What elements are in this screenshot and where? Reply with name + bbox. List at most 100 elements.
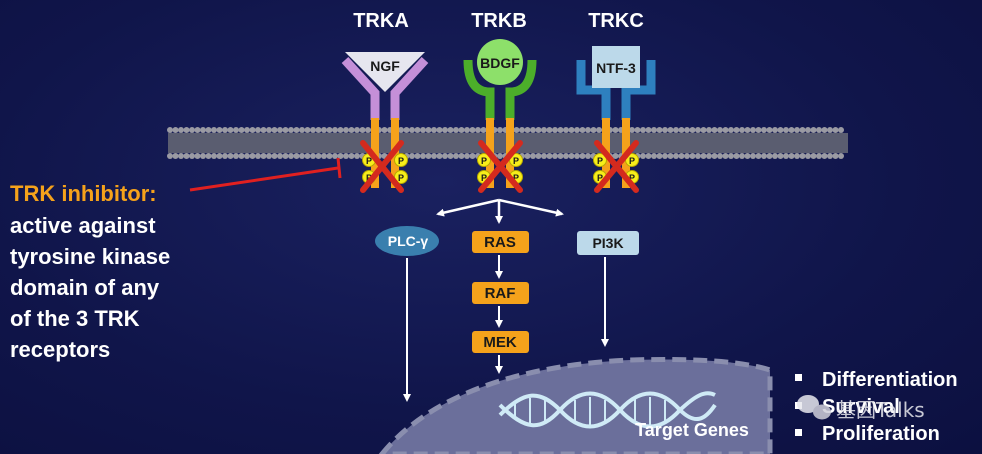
lipid-head <box>469 127 476 133</box>
lipid-head <box>227 127 234 133</box>
lipid-head <box>453 127 459 133</box>
lipid-head <box>277 153 283 159</box>
lipid-head <box>277 127 283 133</box>
trkc-arm-left <box>576 60 611 120</box>
lipid-head <box>722 127 729 133</box>
lipid-head <box>557 127 564 133</box>
mek-node <box>472 331 529 353</box>
lipid-head <box>282 153 289 159</box>
lipid-head <box>354 127 360 133</box>
lipid-head <box>326 127 333 133</box>
lipid-head <box>222 127 228 133</box>
lipid-head <box>557 153 564 159</box>
lipid-head <box>667 153 674 159</box>
lipid-head <box>260 127 267 133</box>
lipid-head <box>447 127 454 133</box>
lipid-head <box>684 127 690 133</box>
lipid-head <box>816 127 822 133</box>
lipid-head <box>304 127 311 133</box>
lipid-head <box>590 127 597 133</box>
lipid-head <box>222 153 228 159</box>
lipid-head <box>568 127 575 133</box>
lipid-head <box>244 153 250 159</box>
phospho-dot <box>394 170 408 184</box>
outcome-proliferation: Proliferation <box>822 423 940 445</box>
pi3k-node <box>577 231 639 255</box>
ngf-ligand <box>345 52 425 92</box>
lipid-head <box>420 127 426 133</box>
inhibitor-line-5: receptors <box>10 337 110 362</box>
lipid-head <box>717 127 723 133</box>
lipid-head <box>211 153 217 159</box>
lipid-head <box>761 153 767 159</box>
lipid-head <box>310 153 316 159</box>
receptor-name-trkc: TRKC <box>588 10 644 32</box>
lipid-head <box>178 153 184 159</box>
inhibitor-line-4: of the 3 TRK <box>10 306 140 331</box>
trka-arm-right <box>390 56 429 120</box>
lipid-head <box>651 127 657 133</box>
lipid-head <box>211 127 217 133</box>
lipid-head <box>216 127 223 133</box>
lipid-head <box>167 127 173 133</box>
lipid-head <box>563 153 569 159</box>
lipid-head <box>200 153 206 159</box>
x-mark-trkb-icon <box>478 140 523 193</box>
lipid-head <box>739 153 745 159</box>
lipid-head <box>546 127 553 133</box>
lipid-head <box>579 153 586 159</box>
lipid-head <box>310 127 316 133</box>
lipid-head <box>695 153 701 159</box>
lipid-head <box>337 127 344 133</box>
plc-gamma-label: PLC-γ <box>388 233 429 249</box>
lipid-head <box>678 127 685 133</box>
lipid-head <box>244 127 250 133</box>
bdgf-ligand <box>477 39 523 85</box>
lipid-head <box>299 153 305 159</box>
lipid-head <box>700 153 707 159</box>
lipid-head <box>816 153 822 159</box>
lipid-head <box>838 153 844 159</box>
lipid-head <box>810 127 817 133</box>
watermark: 基因Talks <box>797 395 925 422</box>
phospho-label: P <box>366 156 372 166</box>
ras-node <box>472 231 529 253</box>
ligand-label-bdgf: BDGF <box>480 55 520 71</box>
lipid-head <box>788 127 795 133</box>
lipid-head <box>524 127 531 133</box>
lipid-head <box>337 153 344 159</box>
lipid-head <box>365 127 371 133</box>
lipid-head <box>293 127 300 133</box>
lipid-head <box>689 153 696 159</box>
lipid-head <box>634 127 641 133</box>
lipid-head <box>711 127 718 133</box>
lipid-head <box>750 127 756 133</box>
lipid-head <box>409 153 415 159</box>
lipid-head <box>755 127 762 133</box>
lipid-head <box>722 153 729 159</box>
receptor-name-trkb: TRKB <box>471 10 527 32</box>
lipid-head <box>596 127 602 133</box>
lipid-head <box>689 127 696 133</box>
lipid-head <box>585 127 591 133</box>
phospho-label: P <box>513 173 519 183</box>
lipid-head <box>535 153 542 159</box>
bullet-icon <box>795 429 802 436</box>
lipid-head <box>425 127 432 133</box>
lipid-head <box>315 127 322 133</box>
lipid-head <box>750 153 756 159</box>
phospho-label: P <box>398 173 404 183</box>
lipid-head <box>216 153 223 159</box>
ras-label: RAS <box>484 234 516 251</box>
lipid-head <box>293 153 300 159</box>
lipid-head <box>794 127 800 133</box>
lipid-head <box>640 153 646 159</box>
ligand-label-ngf: NGF <box>370 58 400 74</box>
lipid-head <box>766 127 773 133</box>
lipid-head <box>200 127 206 133</box>
lipid-head <box>359 127 366 133</box>
lipid-head <box>546 153 553 159</box>
lipid-head <box>414 153 421 159</box>
phospho-dot <box>477 153 491 167</box>
